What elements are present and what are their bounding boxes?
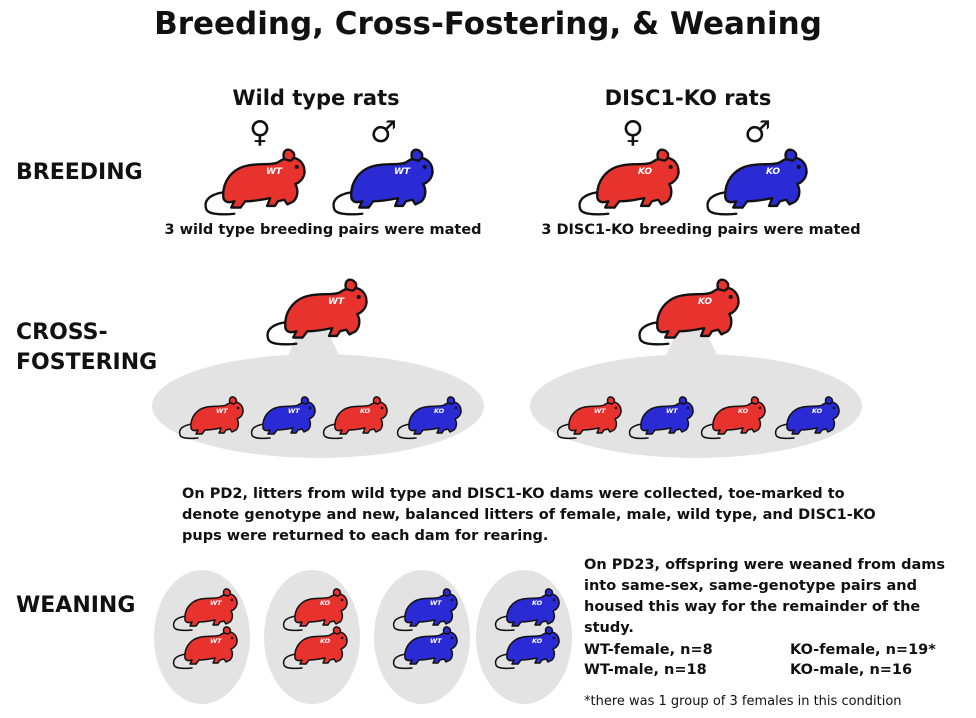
svg-text:WT: WT — [216, 407, 228, 415]
svg-text:WT: WT — [430, 637, 442, 645]
svg-text:KO: KO — [532, 599, 543, 607]
weaned-ko-male-rat: KO — [492, 622, 564, 668]
wt-male-count: WT-male, n=18 — [584, 660, 707, 681]
ko-female-count: KO-female, n=19* — [790, 640, 936, 661]
weaning-label: WEANING — [16, 591, 135, 621]
ko-female-breeder-rat: KO — [574, 142, 684, 212]
svg-text:KO: KO — [320, 637, 331, 645]
ko-male-breeder-rat: KO — [702, 142, 812, 212]
weaned-wt-male-rat: WT — [390, 622, 462, 668]
svg-text:WT: WT — [210, 637, 222, 645]
cross-fostering-line: denote genotype and new, balanced litter… — [182, 505, 882, 526]
svg-text:KO: KO — [738, 407, 749, 415]
ko-dam-rat: KO — [634, 272, 744, 342]
wt-litter-wt-male-pup: WT — [248, 392, 320, 438]
svg-text:WT: WT — [210, 599, 222, 607]
cross-fostering-description: On PD2, litters from wild type and DISC1… — [182, 484, 882, 547]
footnote: *there was 1 group of 3 females in this … — [584, 694, 902, 709]
wild-type-group-title: Wild type rats — [166, 86, 466, 110]
wt-female-breeder-rat: WT — [200, 142, 310, 212]
svg-text:WT: WT — [266, 167, 283, 177]
svg-text:WT: WT — [328, 297, 345, 307]
svg-text:KO: KO — [532, 637, 543, 645]
breeding-label: BREEDING — [16, 158, 143, 188]
wt-litter-ko-male-pup: KO — [394, 392, 466, 438]
page-title: Breeding, Cross-Fostering, & Weaning — [0, 6, 976, 42]
svg-text:WT: WT — [594, 407, 606, 415]
weaning-description: On PD23, offspring were weaned from dams… — [584, 555, 964, 639]
ko-male-count: KO-male, n=16 — [790, 660, 912, 681]
weaned-ko-female-rat: KO — [280, 622, 352, 668]
wt-litter-wt-female-pup: WT — [176, 392, 248, 438]
cross-fostering-line: pups were returned to each dam for reari… — [182, 526, 882, 547]
svg-text:KO: KO — [320, 599, 331, 607]
svg-text:KO: KO — [434, 407, 445, 415]
ko-breeding-caption: 3 DISC1-KO breeding pairs were mated — [528, 222, 874, 238]
svg-text:KO: KO — [638, 167, 652, 177]
weaned-wt-female-rat: WT — [170, 622, 242, 668]
wt-breeding-caption: 3 wild type breeding pairs were mated — [150, 222, 496, 238]
svg-text:WT: WT — [394, 167, 411, 177]
svg-text:KO: KO — [698, 297, 712, 307]
wt-dam-rat: WT — [262, 272, 372, 342]
ko-litter-wt-male-pup: WT — [626, 392, 698, 438]
wt-male-breeder-rat: WT — [328, 142, 438, 212]
weaning-line: On PD23, offspring were weaned from dams — [584, 555, 964, 576]
svg-text:KO: KO — [360, 407, 371, 415]
ko-litter-ko-female-pup: KO — [698, 392, 770, 438]
wt-female-count: WT-female, n=8 — [584, 640, 713, 661]
svg-text:KO: KO — [812, 407, 823, 415]
svg-text:KO: KO — [766, 167, 780, 177]
cross-fostering-line: On PD2, litters from wild type and DISC1… — [182, 484, 882, 505]
cross-fostering-label-line1: CROSS- — [16, 318, 108, 348]
svg-text:WT: WT — [288, 407, 300, 415]
weaning-line: into same-sex, same-genotype pairs and — [584, 576, 964, 597]
ko-litter-ko-male-pup: KO — [772, 392, 844, 438]
weaning-line: housed this way for the remainder of the… — [584, 597, 964, 639]
wt-litter-ko-female-pup: KO — [320, 392, 392, 438]
disc1-ko-group-title: DISC1-KO rats — [538, 86, 838, 110]
svg-text:WT: WT — [666, 407, 678, 415]
cross-fostering-label-line2: FOSTERING — [16, 348, 157, 378]
ko-litter-wt-female-pup: WT — [554, 392, 626, 438]
svg-text:WT: WT — [430, 599, 442, 607]
